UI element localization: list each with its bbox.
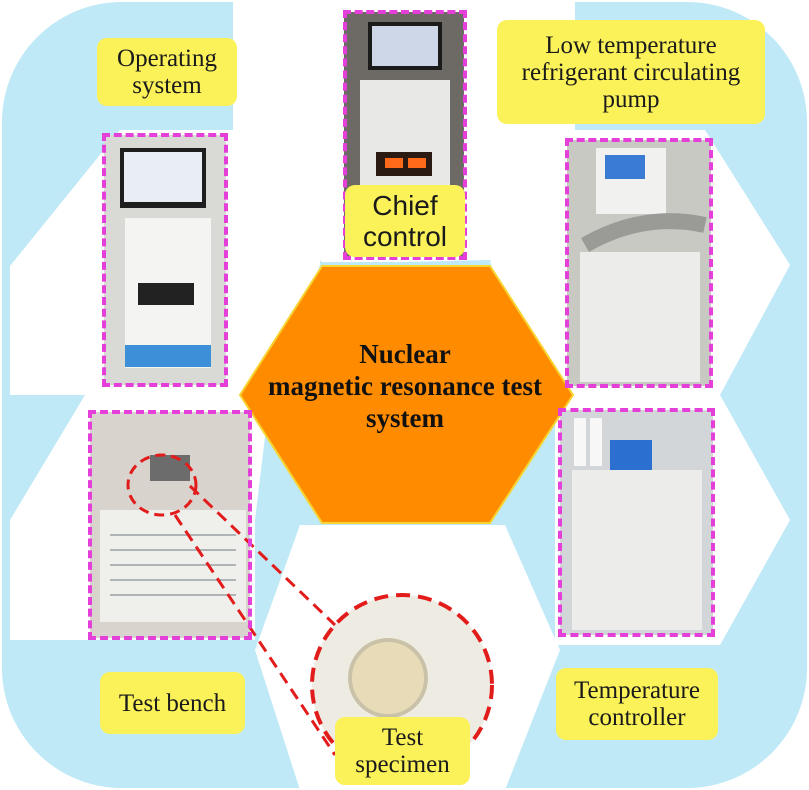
label-refrigerant-pump-line-2: refrigerant circulating — [521, 58, 741, 86]
center-line-2: magnetic resonance test — [268, 371, 542, 401]
label-temperature-controller-line-2: controller — [588, 704, 686, 731]
label-test-specimen: Test specimen — [335, 717, 470, 785]
label-chief-control-line-2: control — [362, 221, 448, 252]
label-test-specimen-line-2: specimen — [355, 751, 450, 778]
label-refrigerant-pump: Low temperature refrigerant circulating … — [497, 20, 765, 124]
center-line-1: Nuclear — [359, 339, 451, 369]
label-operating-system: Operating system — [97, 38, 237, 106]
label-temperature-controller-line-1: Temperature — [574, 677, 700, 704]
label-chief-control: Chief control — [345, 185, 465, 257]
operating-system-photo — [104, 135, 226, 385]
center-title: Nuclear magnetic resonance test system — [255, 338, 555, 434]
chief-control-frame — [343, 10, 467, 260]
label-test-bench-line-1: Test bench — [118, 689, 227, 717]
temperature-controller-photo — [560, 410, 713, 635]
center-line-3: system — [366, 403, 444, 433]
label-temperature-controller: Temperature controller — [556, 668, 718, 740]
label-refrigerant-pump-line-3: pump — [602, 85, 660, 113]
label-operating-system-line-1: Operating — [117, 45, 217, 72]
refrigerant-pump-frame — [565, 138, 713, 388]
refrigerant-pump-photo — [567, 140, 711, 386]
temperature-controller-frame — [558, 408, 715, 637]
label-test-bench: Test bench — [100, 672, 245, 734]
test-bench-photo — [90, 412, 250, 638]
label-test-specimen-line-1: Test — [381, 724, 424, 751]
center-hexagon — [238, 265, 575, 524]
label-chief-control-line-1: Chief — [372, 190, 438, 221]
operating-system-frame — [102, 133, 228, 387]
test-bench-frame — [88, 410, 252, 640]
label-operating-system-line-2: system — [132, 72, 202, 99]
label-refrigerant-pump-line-1: Low temperature — [545, 31, 717, 59]
